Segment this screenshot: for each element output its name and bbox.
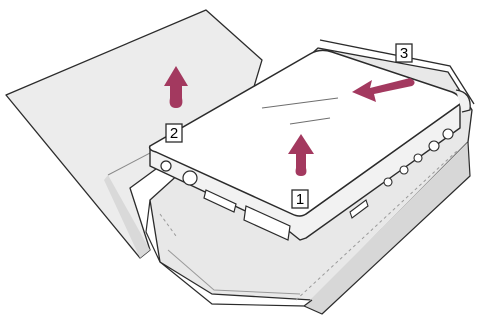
port-jack-small [161,161,171,171]
port-jack-large [183,171,197,185]
callout-2: 2 [166,124,182,142]
callout-1: 1 [292,190,308,208]
side-button [443,129,453,139]
callout-label: 1 [296,191,304,208]
callout-3: 3 [396,44,412,62]
callout-label: 3 [400,45,408,62]
side-button [414,154,422,162]
callout-label: 2 [170,125,178,142]
side-button [400,166,408,174]
side-button [429,141,439,151]
side-button [384,178,392,186]
